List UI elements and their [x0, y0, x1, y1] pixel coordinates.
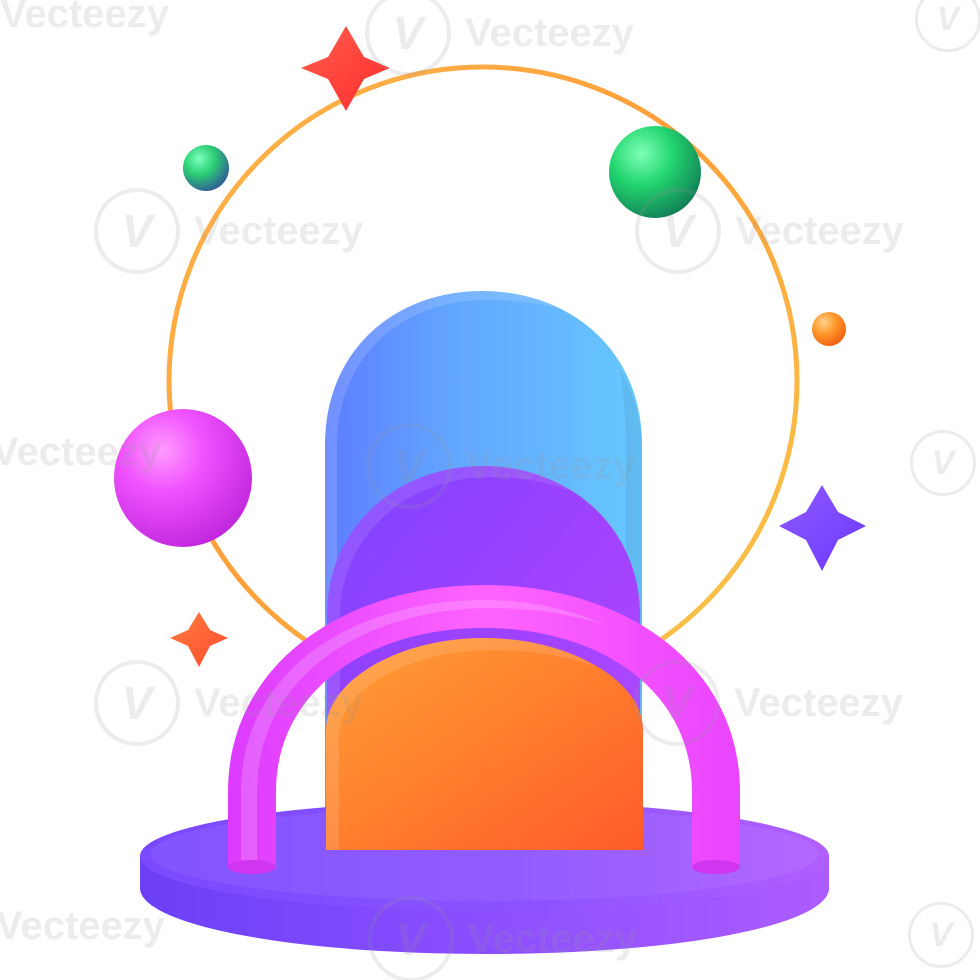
- large-green-sphere: [609, 126, 701, 218]
- small-orange-sphere: [812, 312, 846, 346]
- sparkle-left-orange: [170, 612, 228, 667]
- magenta-tube-arch: [228, 585, 740, 874]
- small-green-sphere: [183, 145, 229, 191]
- orange-front-arch: [326, 638, 643, 850]
- sparkle-top-red: [301, 26, 390, 111]
- podium-base: [140, 801, 829, 954]
- sparkle-right-purple: [779, 485, 866, 571]
- large-magenta-sphere: [114, 409, 252, 547]
